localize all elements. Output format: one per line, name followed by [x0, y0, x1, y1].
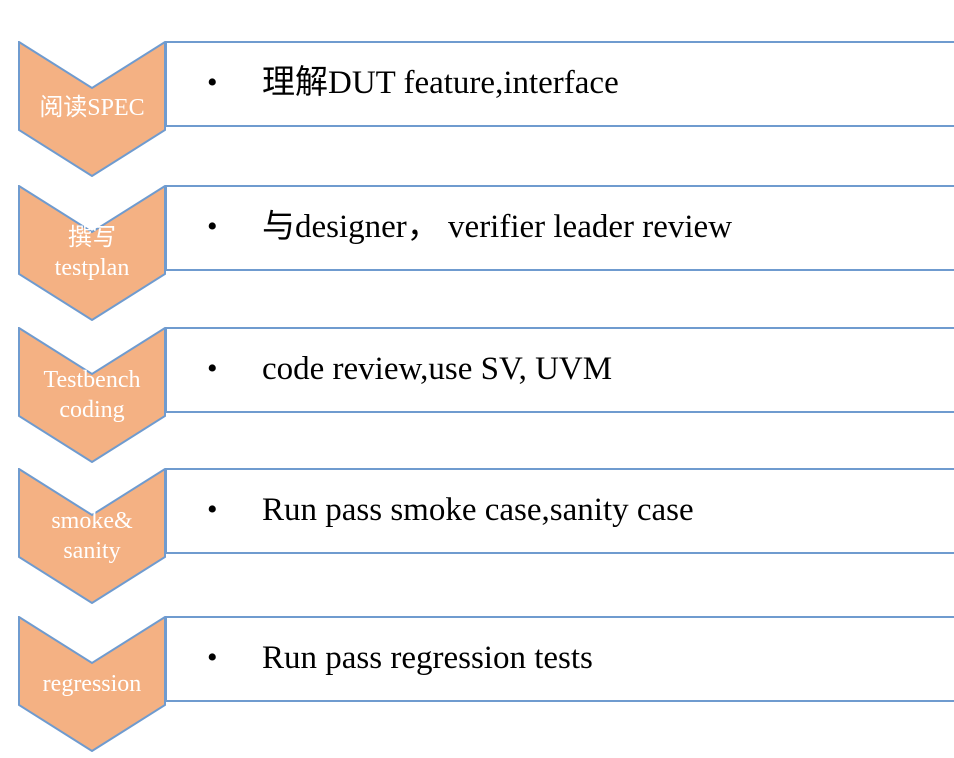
- bullet: •: [207, 641, 218, 674]
- panel-text-step-4: Run pass smoke case,sanity case: [262, 492, 694, 528]
- chevron-label-line: smoke&: [51, 508, 133, 534]
- chevron-label-line: regression: [42, 671, 142, 697]
- panel-text-step-2: 与designer， verifier leader review: [262, 209, 733, 245]
- panel-step-2: • 与designer， verifier leader review: [165, 185, 954, 271]
- panel-step-4: • Run pass smoke case,sanity case: [165, 468, 954, 554]
- chevron-arrow-icon: [18, 185, 166, 321]
- panel-step-3: • code review,use SV, UVM: [165, 327, 954, 413]
- panel-step-5: • Run pass regression tests: [165, 616, 954, 702]
- chevron-label-line: coding: [59, 397, 125, 423]
- chevron-arrow-icon: [18, 468, 166, 604]
- bullet: •: [207, 493, 218, 526]
- chevron-label-step-1: 阅读SPEC: [18, 93, 166, 123]
- chevron-arrow-icon: [18, 327, 166, 463]
- bullet: •: [207, 210, 218, 243]
- chevron-label-line: 撰写: [68, 225, 116, 251]
- panel-text-step-1: 理解DUT feature,interface: [262, 65, 619, 101]
- panel-step-1: • 理解DUT feature,interface: [165, 41, 954, 127]
- bullet: •: [207, 352, 218, 385]
- bullet: •: [207, 66, 218, 99]
- chevron-label-step-5: regression: [18, 669, 166, 699]
- chevron-arrow-icon: [18, 616, 166, 752]
- chevron-label-step-2: 撰写 testplan: [18, 223, 166, 283]
- chevron-label-line: 阅读SPEC: [39, 95, 145, 121]
- chevron-label-line: sanity: [63, 538, 121, 564]
- chevron-label-line: Testbench: [43, 367, 141, 393]
- chevron-arrow-icon: [18, 41, 166, 177]
- panel-text-step-5: Run pass regression tests: [262, 640, 593, 676]
- chevron-label-step-4: smoke& sanity: [18, 506, 166, 566]
- chevron-label-line: testplan: [54, 255, 130, 281]
- chevron-label-step-3: Testbench coding: [18, 365, 166, 425]
- panel-text-step-3: code review,use SV, UVM: [262, 351, 613, 387]
